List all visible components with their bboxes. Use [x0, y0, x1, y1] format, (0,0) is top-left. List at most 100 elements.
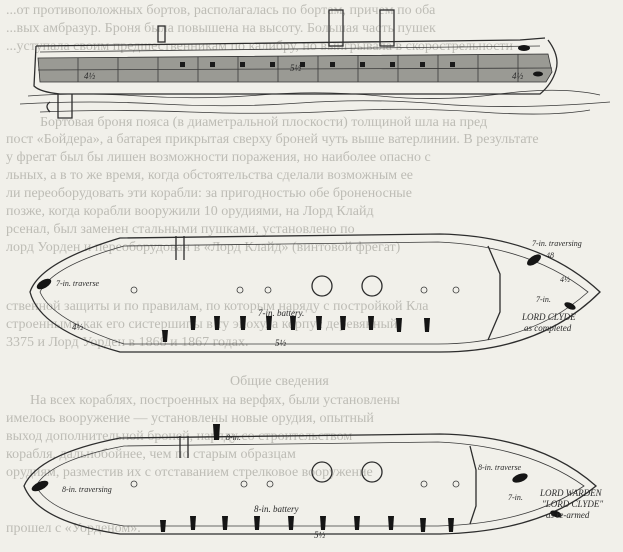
water-lines — [19, 89, 611, 115]
battery-gun — [448, 518, 454, 532]
bg-text-line: у фрегат был бы лишен возможности пораже… — [6, 150, 431, 165]
caption-ship-name: LORD WARDEN — [539, 488, 603, 498]
bg-text-line: пост «Бойдера», а батарея прикрытая свер… — [6, 132, 539, 147]
battery-gun — [388, 516, 394, 530]
armour-belt — [37, 53, 553, 83]
label-bow-gun: 7-in. — [508, 493, 523, 502]
funnel-aft-plan — [311, 461, 333, 483]
bow-chaser-plan — [564, 302, 576, 310]
bg-text-line: ственной защиты и по правилам, по которы… — [6, 299, 429, 314]
armoured-bulkhead — [487, 245, 501, 341]
label-top-gun: 8-in. — [226, 433, 241, 442]
funnel-fore-plan — [361, 275, 383, 297]
label-battery: 7-in. battery. — [258, 308, 304, 318]
bg-text-line: На всех кораблях, построенных на верфях,… — [30, 393, 401, 408]
hatch — [420, 286, 428, 294]
bulkhead — [175, 236, 185, 260]
hull-outline — [33, 39, 558, 95]
bow-lower-gun — [533, 71, 543, 77]
profile-dim-right: 4½ — [512, 71, 524, 81]
stern-traverse-gun — [36, 278, 52, 290]
armour-plate-seams — [37, 54, 553, 82]
funnel-fore-plan — [361, 461, 383, 483]
bg-text-line: Бортовая броня пояса (в диаметральной пл… — [40, 115, 487, 130]
battery-gun — [240, 316, 246, 330]
hull-plan-inner — [35, 441, 585, 527]
bg-text-line: строенными как его систершипы в ту эпоху… — [6, 317, 398, 332]
bow-chaser-gun — [518, 45, 530, 51]
bg-text-line: корабля, дальнобойнее, чем по старым обр… — [6, 447, 296, 462]
battery-gun — [290, 316, 296, 330]
funnel-fore — [379, 9, 395, 47]
vent-pipe — [157, 25, 166, 43]
label-right-small: 4½ — [560, 275, 570, 284]
bg-text-line: рсенал, был заменен стальными пушками, у… — [6, 222, 355, 237]
profile-dim-left: 4½ — [84, 71, 96, 81]
broadside-battery — [160, 516, 454, 532]
label-bow-gun: 7-in. — [536, 295, 551, 304]
battery-gun — [424, 318, 430, 332]
label-bow-traverse-sub: 48 — [546, 251, 554, 260]
propeller — [46, 101, 51, 113]
battery-gun — [340, 316, 346, 330]
hull-plan-inner — [39, 241, 589, 345]
bg-text-line: позже, когда корабли вооружили 10 орудия… — [6, 204, 374, 219]
bow-traverse-gun — [527, 254, 541, 266]
upper-deck-line — [35, 37, 546, 47]
bg-text-line: ли переоборудовать эти корабли: за приго… — [6, 186, 412, 201]
battery-gun — [190, 316, 196, 330]
battery-gun — [354, 516, 360, 530]
battery-gun — [214, 316, 220, 330]
battery-gun — [396, 318, 402, 332]
battery-gun — [222, 516, 228, 530]
label-bow-traverse: 7-in. traversing — [532, 239, 582, 248]
hatch — [266, 480, 274, 488]
bg-text-line: орудиям, разместив их с отставанием стре… — [6, 465, 373, 480]
bow-chaser-plan — [550, 510, 562, 518]
funnel-aft-plan — [311, 275, 333, 297]
bg-text-line: 3375 и Лорд Уорден в 1868 и 1867 годах. — [6, 335, 248, 350]
bow-traverse-gun — [512, 473, 528, 483]
hatch — [264, 286, 272, 294]
hatch — [452, 480, 460, 488]
label-dim-mid: 5½ — [275, 338, 287, 348]
battery-gun — [266, 316, 272, 330]
battery-gun — [288, 516, 294, 530]
label-stern-gun: 7-in. traverse — [56, 279, 100, 288]
caption-ship-name-2: "LORD CLYDE" — [542, 499, 603, 509]
rudder — [57, 94, 73, 119]
label-bow-traverse: 8-in. traverse — [478, 463, 522, 472]
broadside-battery — [162, 316, 430, 342]
bulwark-line — [39, 45, 541, 53]
bg-text-line: имелось вооружение — установлены новые о… — [6, 411, 374, 426]
battery-gun — [190, 516, 196, 530]
gun-ports — [180, 62, 455, 67]
hatch — [130, 286, 138, 294]
bg-text-line: Общие сведения — [230, 374, 329, 389]
label-battery: 8-in. battery — [254, 504, 299, 514]
caption-status: as re-armed — [546, 510, 590, 520]
label-stern-gun: 8-in. traversing — [62, 485, 112, 494]
battery-gun — [160, 520, 166, 532]
label-dim-mid: 5½ — [314, 530, 326, 540]
profile-dim-mid: 5½ — [290, 63, 302, 73]
armoured-bulkhead — [469, 445, 477, 525]
hatch — [240, 480, 248, 488]
caption-ship-name: LORD CLYDE — [521, 312, 576, 322]
battery-gun — [254, 516, 260, 530]
top-pivot-gun — [213, 424, 220, 440]
bg-text-line: выход дополнительной броней, наряду со с… — [6, 429, 352, 444]
battery-gun — [368, 316, 374, 330]
hatch — [130, 480, 138, 488]
hatch — [420, 480, 428, 488]
hatch — [452, 286, 460, 294]
label-dim-left: 4½ — [72, 322, 84, 332]
hatch — [236, 286, 244, 294]
bg-text-line: ...уступала своим предшественникам по ка… — [6, 39, 514, 54]
battery-gun — [316, 316, 322, 330]
hull-plan-outline — [23, 433, 597, 535]
